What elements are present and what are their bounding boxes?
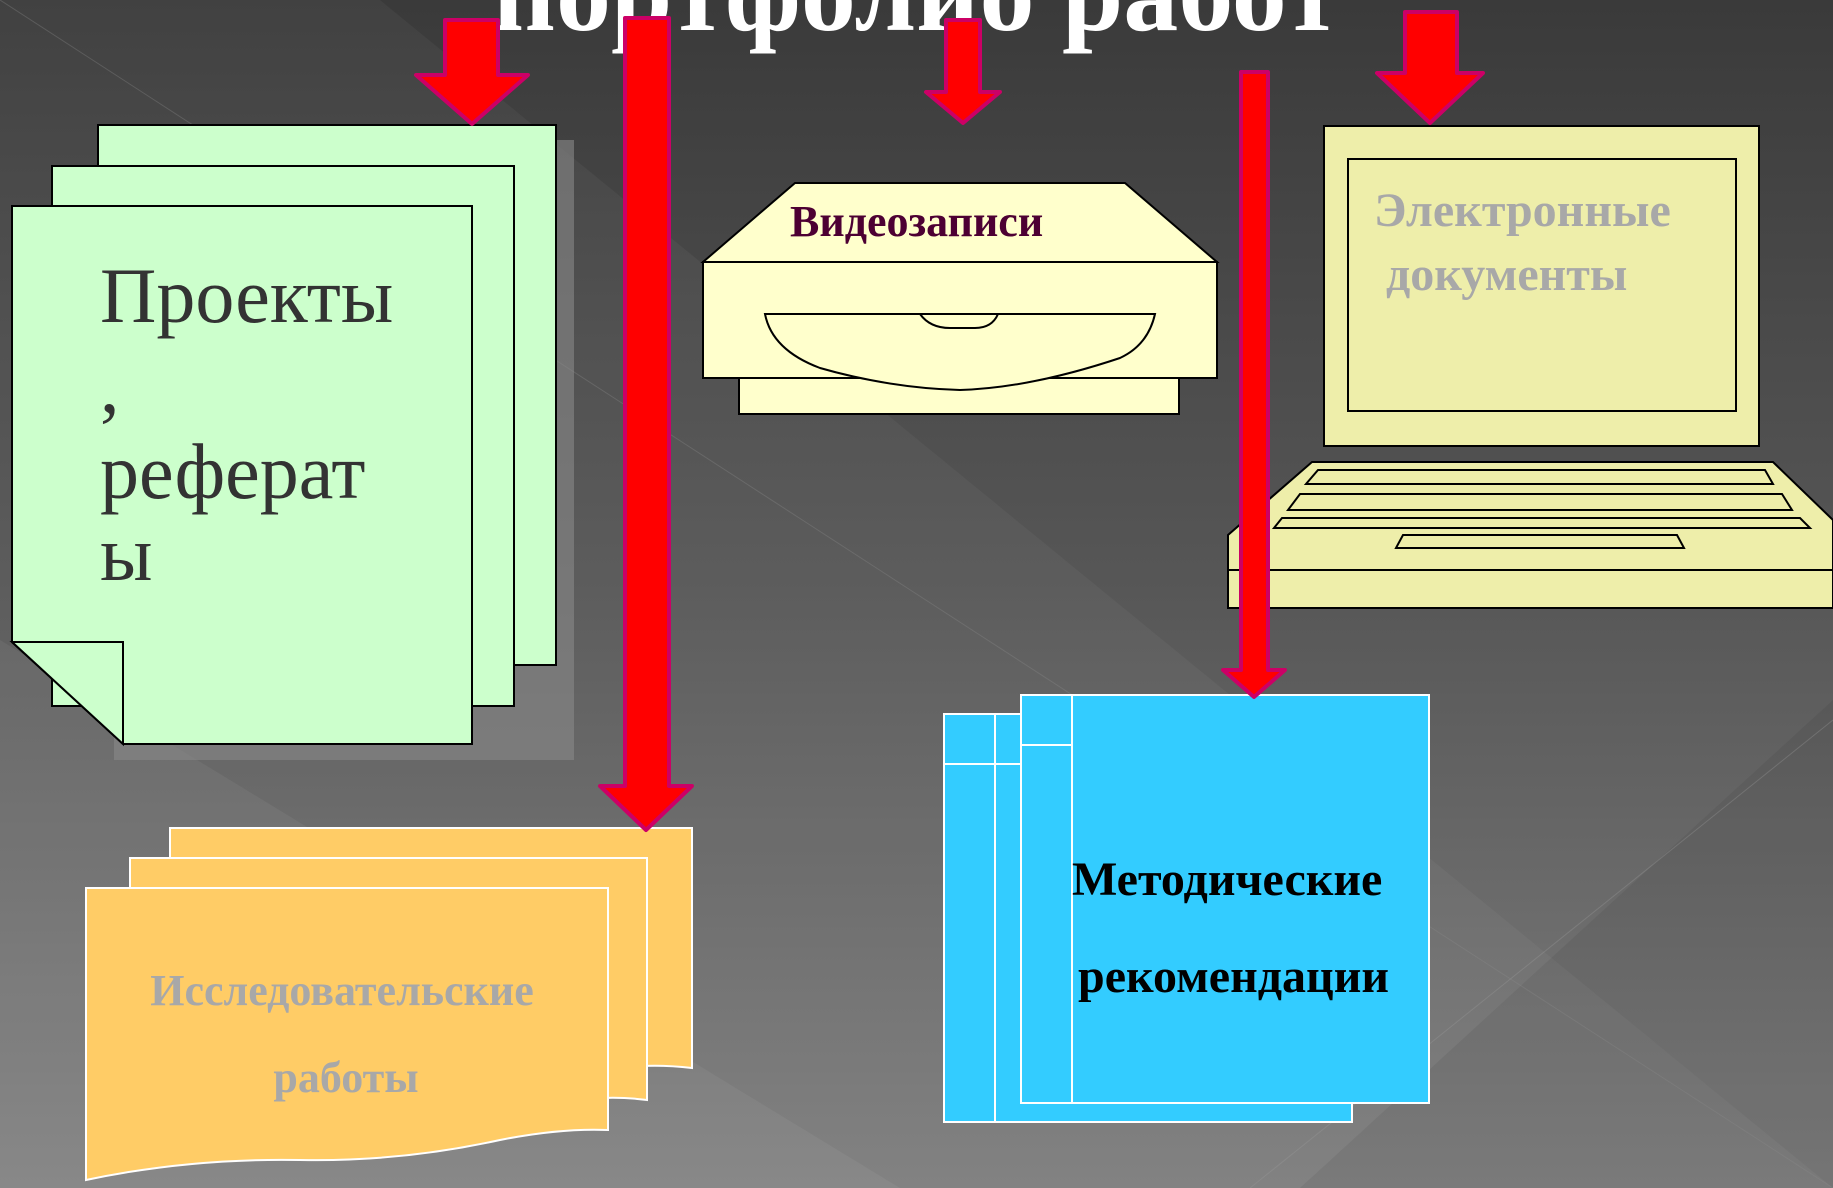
research-label-line-1: Исследовательские — [150, 966, 534, 1015]
video-node: Видеозаписи — [700, 182, 1220, 415]
projects-label-line-1: Проекты — [100, 252, 393, 339]
methodical-label-line-1: Методические — [1072, 853, 1382, 906]
stacked-wavy-documents-icon — [85, 827, 693, 1182]
video-label: Видеозаписи — [790, 197, 1043, 246]
down-arrow-icon — [924, 18, 1002, 125]
video-cassette-player-icon — [700, 182, 1220, 415]
electronic-label-line-2: документы — [1386, 248, 1627, 301]
projects-label-line-4: ы — [100, 510, 152, 597]
electronic-node: Электронные документы — [1227, 125, 1833, 609]
down-arrow-icon — [1375, 10, 1485, 125]
down-arrow-icon — [1221, 70, 1287, 699]
projects-label-line-3: реферат — [100, 428, 365, 515]
background-facet-3 — [1300, 700, 1833, 1188]
laptop-icon — [1227, 125, 1833, 609]
research-node: Исследовательские работы — [85, 827, 693, 1182]
page-title: портфолио работ — [493, 0, 1340, 54]
down-arrow-icon — [598, 16, 694, 832]
methodical-node: Методические рекомендации — [943, 694, 1430, 1123]
projects-node: Проекты , реферат ы — [9, 124, 574, 760]
arrows — [414, 10, 1485, 832]
electronic-label-line-1: Электронные — [1374, 184, 1671, 237]
projects-label-line-2: , — [100, 342, 120, 429]
stacked-documents-icon — [9, 124, 574, 760]
down-arrow-icon — [414, 18, 530, 126]
stacked-books-icon — [943, 694, 1430, 1123]
research-label-line-2: работы — [273, 1053, 418, 1102]
methodical-label-line-2: рекомендации — [1078, 950, 1389, 1003]
